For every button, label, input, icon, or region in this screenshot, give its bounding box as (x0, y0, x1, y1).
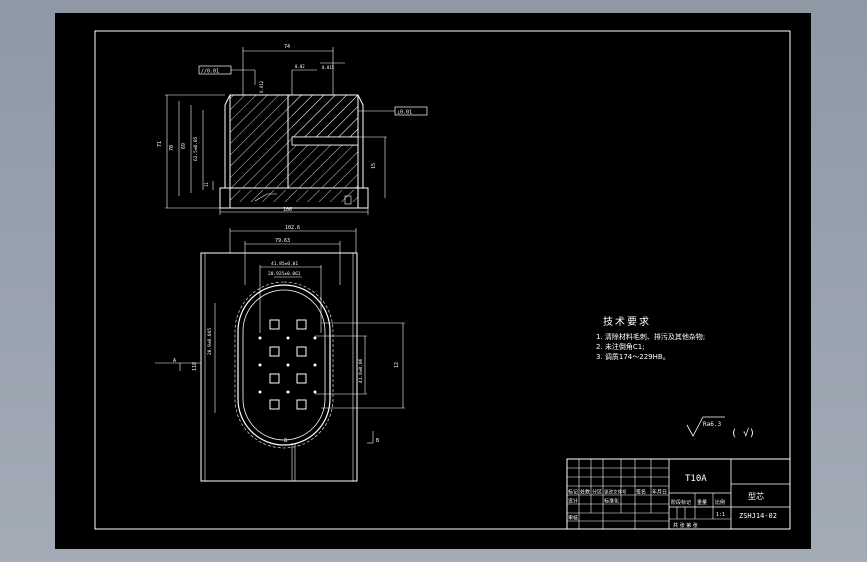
plan-dim-inner: 79.63 (275, 238, 290, 244)
title-drawing-no: ZSHJ14-02 (739, 512, 777, 520)
tol-frame-perp: ⊥0.01 (397, 110, 412, 116)
plan-view: 102.6 79.63 41.85±0.01 20.925±0.061 20.9… (155, 225, 405, 482)
title-row-label-5: 签名 (636, 489, 646, 496)
tech-item-2: 2. 未注倒角C1; (596, 342, 645, 351)
dim-right: 15 (371, 163, 377, 169)
plan-dim-vert-a: 20.9±0.045 (207, 328, 213, 355)
dim-top-width: 74 (284, 44, 290, 50)
drawing-frame (94, 30, 791, 530)
dim-left-height-d: 62.5±0.05 (193, 136, 199, 161)
dim-chamfer-b: 0.015 (322, 65, 335, 70)
title-scale: 1:1 (716, 512, 725, 518)
dim-bottom-width: 106 (283, 207, 292, 213)
title-material: T10A (685, 474, 707, 484)
dim-left-height-c: 69 (181, 143, 187, 149)
dim-chamfer-a: 0.02 (295, 64, 305, 69)
section-mark: 8 (284, 438, 287, 444)
title-standard: 标准化 (604, 498, 619, 505)
roughness-value: Ra6.3 (703, 421, 721, 428)
plan-dim-width: 102.6 (285, 225, 300, 231)
title-row-label-1: 标记 (568, 489, 578, 496)
title-approve: 审核 (568, 515, 578, 522)
title-row-label-3: 分区 (592, 489, 602, 496)
title-part-name: 型芯 (748, 491, 764, 501)
plan-dim-hole-b: 20.925±0.061 (268, 271, 301, 277)
title-design: 设计 (568, 498, 578, 505)
roughness-paren: ( √) (731, 427, 755, 439)
tech-title: 技术要求 (603, 315, 651, 328)
roughness-symbol: Ra6.3 ( √) (686, 416, 755, 439)
tol-frame-parallel: //0.01 (201, 69, 219, 75)
dim-left-small: 11 (204, 182, 209, 187)
tech-item-1: 1. 清除材料毛刺、排污及其他杂物; (596, 332, 705, 341)
title-row-label-4: 更改文件号 (604, 489, 627, 496)
title-row-label-6: 年月日 (652, 489, 667, 496)
drawing-sheet: 74 0.02 0.015 0.012 //0.01 ⊥0.01 (55, 13, 811, 549)
drawing-canvas: 74 0.02 0.015 0.012 //0.01 ⊥0.01 (94, 30, 791, 530)
dim-left-height-b: 70 (169, 145, 175, 151)
title-block: T10A 型芯 ZSHJ14-02 标记 处数 分区 更改文件号 签名 年月日 … (566, 458, 791, 530)
title-stage-mark: 阶段标记 (671, 499, 691, 506)
plan-label-a: A (173, 358, 176, 364)
plan-label-b: B (376, 438, 379, 444)
dim-chamfer-c: 0.012 (259, 80, 264, 93)
plan-dim-vert-b: 41.8±0.06 (358, 358, 364, 383)
title-row-label-2: 处数 (580, 489, 590, 496)
title-scale-label: 比例 (715, 499, 725, 506)
title-weight: 重量 (697, 499, 707, 506)
tech-item-3: 3. 调质174～229HB。 (596, 352, 670, 361)
section-view: 74 0.02 0.015 0.012 //0.01 ⊥0.01 (157, 44, 428, 215)
title-sheet: 共 张 第 张 (673, 522, 698, 529)
plan-dim-hole-a: 41.85±0.01 (271, 261, 298, 267)
plan-dim-right: 12 (394, 362, 400, 368)
dim-left-height-a: 71 (157, 141, 163, 147)
plan-dim-left: 118 (192, 362, 198, 371)
